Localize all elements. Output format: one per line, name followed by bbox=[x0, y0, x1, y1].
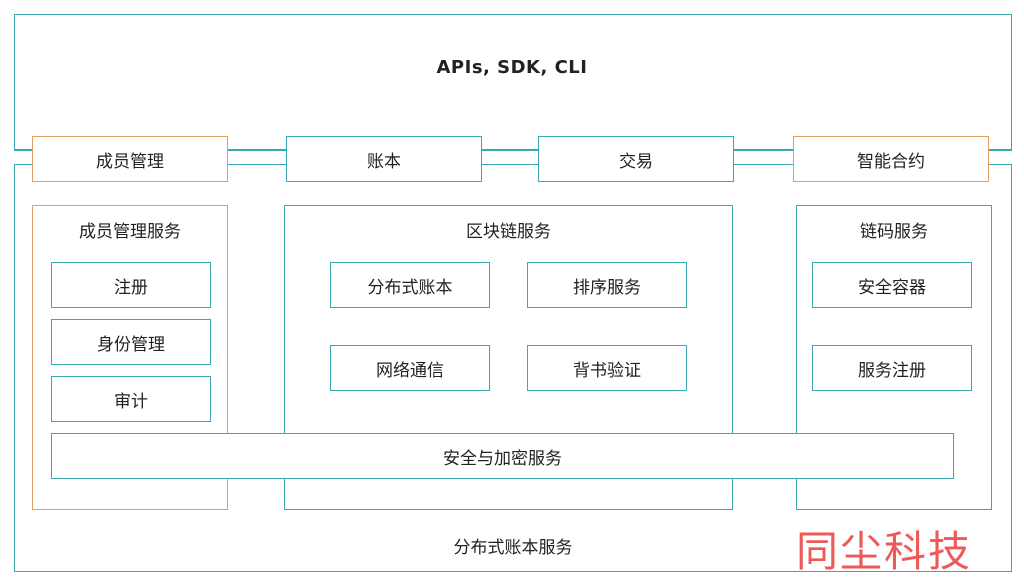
module-membership: 成员管理 bbox=[32, 136, 228, 182]
membership-item-register-label: 注册 bbox=[114, 277, 148, 298]
blockchain-item-endorsement-label: 背书验证 bbox=[573, 360, 641, 381]
membership-service-title: 成员管理服务 bbox=[79, 222, 181, 242]
ledger-service-label: 分布式账本服务 bbox=[453, 538, 573, 558]
membership-item-audit: 审计 bbox=[51, 376, 211, 422]
watermark-logo: 同尘科技 bbox=[796, 527, 973, 576]
module-transaction-label: 交易 bbox=[619, 151, 653, 172]
chaincode-item-container: 安全容器 bbox=[812, 262, 972, 308]
membership-item-audit-label: 审计 bbox=[114, 391, 148, 412]
blockchain-item-distributed-ledger: 分布式账本 bbox=[330, 262, 490, 308]
api-layer-label: APIs, SDK, CLI bbox=[436, 57, 588, 78]
module-transaction: 交易 bbox=[538, 136, 734, 182]
module-ledger: 账本 bbox=[286, 136, 482, 182]
membership-item-register: 注册 bbox=[51, 262, 211, 308]
chaincode-item-registry: 服务注册 bbox=[812, 345, 972, 391]
connector-line-upper bbox=[14, 150, 1012, 151]
module-smart-contract: 智能合约 bbox=[793, 136, 989, 182]
membership-item-identity: 身份管理 bbox=[51, 319, 211, 365]
blockchain-item-network-label: 网络通信 bbox=[376, 360, 444, 381]
blockchain-item-ordering: 排序服务 bbox=[527, 262, 687, 308]
module-smart-contract-label: 智能合约 bbox=[857, 151, 925, 172]
chaincode-item-container-label: 安全容器 bbox=[858, 277, 926, 298]
module-membership-label: 成员管理 bbox=[96, 151, 164, 172]
blockchain-item-distributed-ledger-label: 分布式账本 bbox=[367, 277, 453, 298]
chaincode-service-title: 链码服务 bbox=[860, 222, 928, 242]
security-service-bar: 安全与加密服务 bbox=[51, 433, 954, 479]
blockchain-item-endorsement: 背书验证 bbox=[527, 345, 687, 391]
module-ledger-label: 账本 bbox=[367, 151, 401, 172]
chaincode-item-registry-label: 服务注册 bbox=[858, 360, 926, 381]
security-service-label: 安全与加密服务 bbox=[443, 448, 562, 469]
blockchain-item-network: 网络通信 bbox=[330, 345, 490, 391]
blockchain-service-title: 区块链服务 bbox=[466, 222, 551, 242]
membership-item-identity-label: 身份管理 bbox=[97, 334, 165, 355]
blockchain-item-ordering-label: 排序服务 bbox=[573, 277, 641, 298]
api-layer-frame bbox=[14, 14, 1012, 150]
